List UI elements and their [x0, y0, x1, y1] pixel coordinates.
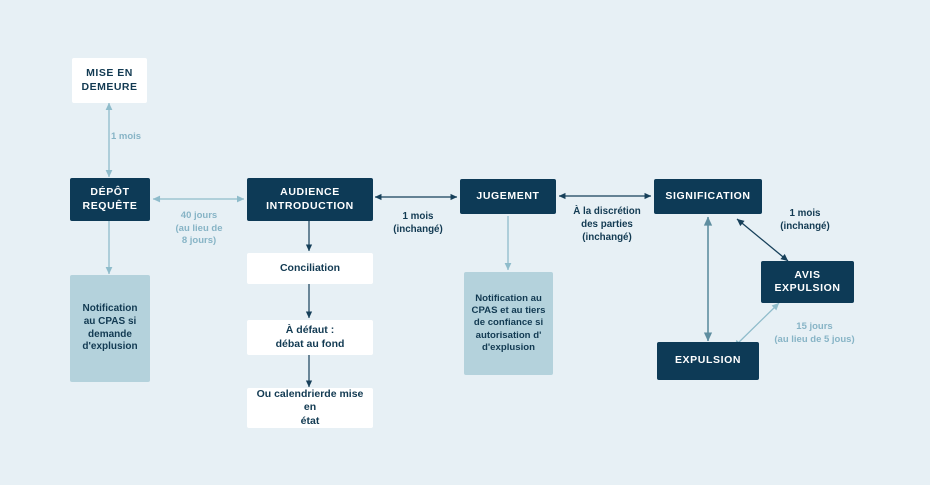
- edge-label-un-mois-inchange-2: 1 mois (inchangé): [780, 208, 830, 232]
- node-avis-expulsion-line2: EXPULSION: [774, 282, 841, 294]
- edge-label-un-mois-demeure: 1 mois: [111, 131, 142, 142]
- node-a-defaut[interactable]: À défaut : débat au fond: [247, 320, 373, 355]
- node-jugement[interactable]: JUGEMENT: [460, 179, 556, 214]
- node-depot-requete[interactable]: DÉPÔT REQUÊTE: [70, 178, 150, 221]
- edge-label-quinze-jours: 15 jours (au lieu de 5 jous): [774, 321, 855, 345]
- node-audience-line1: AUDIENCE: [280, 186, 340, 199]
- edge-label-quarante-jours: 40 jours (au lieu de 8 jours): [175, 210, 223, 247]
- node-calendrier-mise-en-etat[interactable]: Ou calendrierde mise en état: [247, 388, 373, 428]
- node-expulsion[interactable]: EXPULSION: [657, 342, 759, 380]
- node-a-defaut-line2: débat au fond: [275, 337, 345, 350]
- node-mise-en-demeure-line1: MISE EN: [86, 67, 133, 80]
- node-notification-cpas[interactable]: Notification au CPAS si demande d'explus…: [70, 275, 150, 382]
- edge-avis-expulsion: [733, 302, 780, 348]
- node-mise-en-demeure-line2: DEMEURE: [81, 80, 138, 93]
- node-audience-line2: INTRODUCTION: [266, 199, 354, 212]
- node-conciliation[interactable]: Conciliation: [247, 253, 373, 284]
- node-depot-requete-line2: REQUÊTE: [82, 199, 138, 212]
- edge-signification-avis: [736, 218, 789, 262]
- node-audience-introduction[interactable]: AUDIENCE INTRODUCTION: [247, 178, 373, 221]
- node-depot-requete-line1: DÉPÔT: [90, 186, 130, 199]
- node-a-defaut-line1: À défaut :: [285, 324, 335, 337]
- node-avis-expulsion-line1: AVIS: [794, 268, 821, 281]
- node-mise-en-demeure[interactable]: MISE EN DEMEURE: [72, 58, 147, 103]
- edge-label-un-mois-inchange: 1 mois (inchangé): [393, 211, 443, 235]
- node-signification[interactable]: SIGNIFICATION: [654, 179, 762, 214]
- edge-label-discretion-parties: À la discrétion des parties (inchangé): [573, 206, 641, 243]
- node-notification-tiers[interactable]: Notification au CPAS et au tiers de conf…: [464, 272, 553, 375]
- node-avis-expulsion[interactable]: AVIS EXPULSION: [761, 261, 854, 303]
